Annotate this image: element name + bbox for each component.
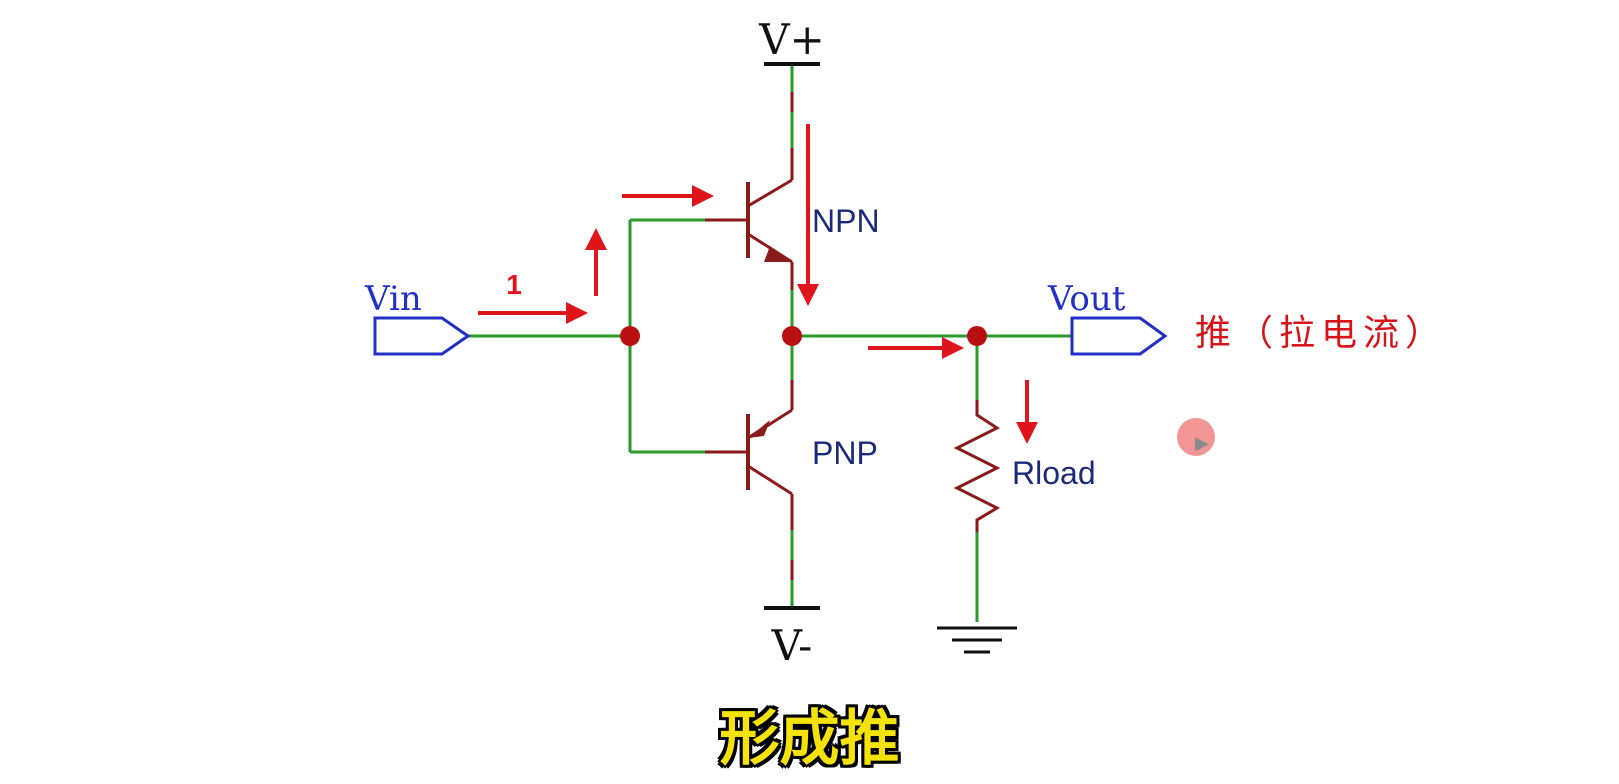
junction-dot — [967, 326, 987, 346]
vout-port-icon — [1070, 316, 1168, 356]
cursor-icon: ▶ — [1195, 433, 1209, 454]
vout-label: Vout — [1047, 279, 1126, 319]
npn-emitter-arrow-icon — [764, 246, 792, 262]
arrow-up-icon — [585, 228, 607, 296]
vminus-label: V- — [771, 621, 813, 670]
rload-resistor — [953, 400, 1001, 532]
npn-label: NPN — [812, 203, 880, 239]
video-subtitle: 形成推 — [719, 704, 900, 774]
supply-rails — [764, 62, 820, 610]
arrow-right-icon — [622, 185, 714, 207]
step-number-label: 1 — [506, 269, 522, 300]
pnp-emitter-arrow-icon — [748, 420, 770, 438]
npn-transistor — [705, 148, 794, 290]
arrow-down-icon — [1016, 380, 1038, 444]
junction-dot — [620, 326, 640, 346]
vin-label: Vin — [364, 279, 422, 319]
pnp-label: PNP — [812, 435, 878, 471]
vplus-label: V+ — [758, 15, 825, 64]
arrow-right-icon — [478, 302, 588, 324]
vin-port-icon — [373, 316, 471, 356]
ground-icon — [937, 626, 1017, 654]
pnp-transistor — [705, 380, 794, 530]
junction-dot — [782, 326, 802, 346]
push-current-annotation: 推（拉电流） — [1195, 313, 1448, 354]
arrow-right-icon — [868, 337, 964, 359]
rload-label: Rload — [1012, 455, 1096, 491]
mouse-pointer-highlight — [1177, 418, 1215, 456]
arrow-down-icon — [797, 124, 819, 306]
current-arrows — [478, 124, 1038, 444]
